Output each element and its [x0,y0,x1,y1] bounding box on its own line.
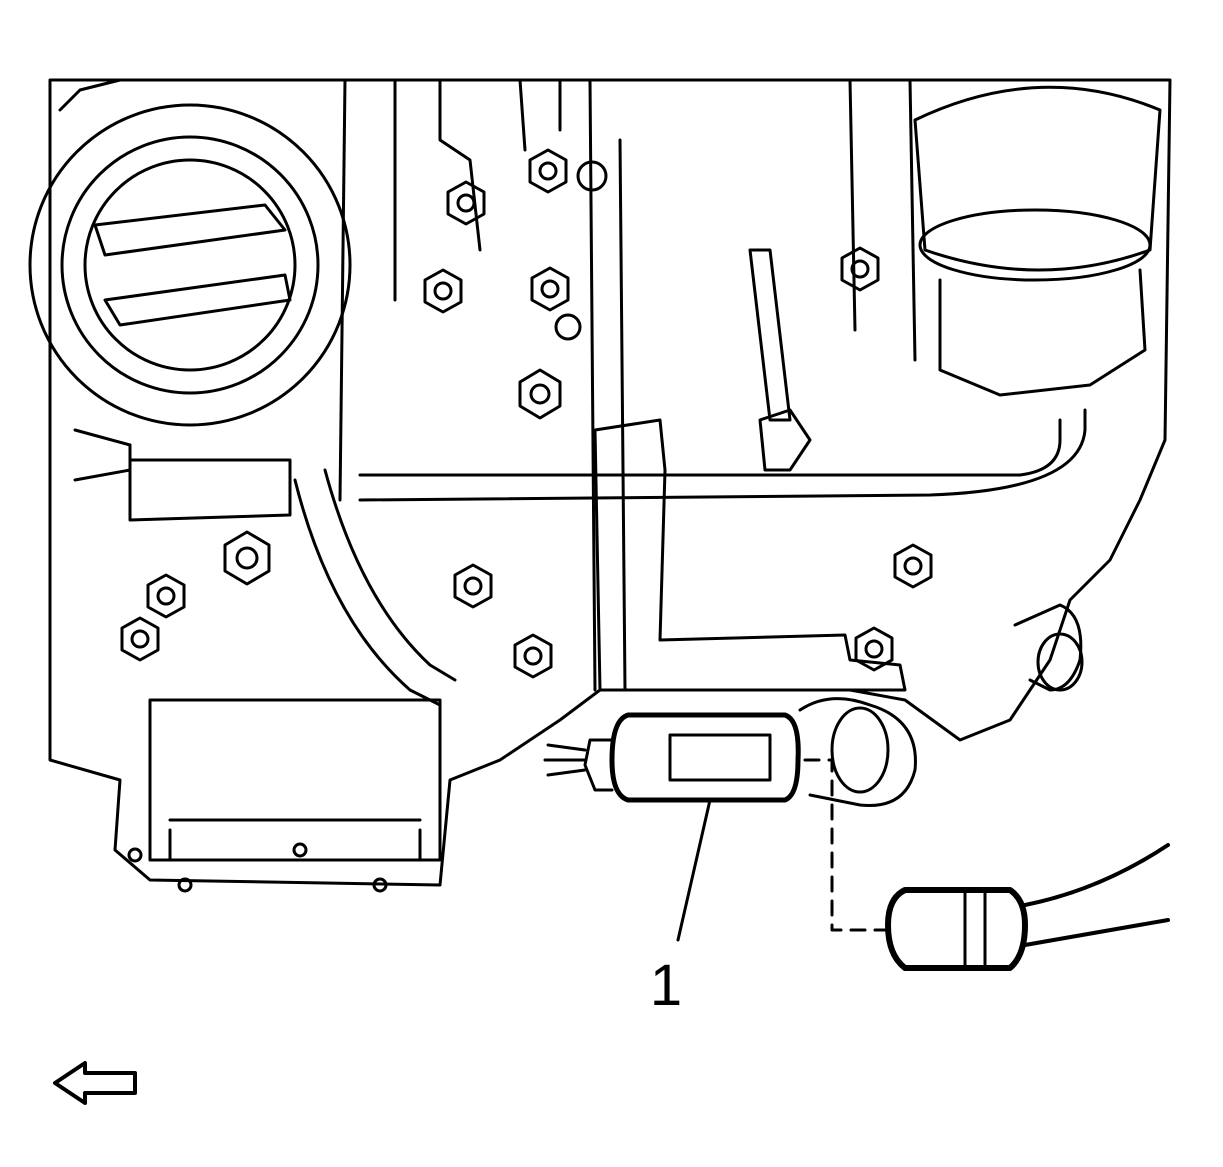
engine-assembly [48,78,1172,887]
bolt [518,368,562,420]
oil-filter [913,85,1162,397]
callout-leader [676,798,712,942]
bolt [446,180,486,226]
bolt [513,633,553,679]
bolt [840,246,880,292]
electrical-connector [543,712,801,803]
sensor [798,603,1084,808]
hoses [73,408,1087,707]
callout-label-1: 1 [650,953,682,1018]
bolt [530,266,570,312]
bolt [223,530,271,586]
throttle-body [28,78,352,427]
bolt [423,268,463,314]
bolt [120,616,160,662]
bolts [120,148,933,679]
bolt [528,148,568,194]
bolt [453,563,493,609]
removal-path [803,758,897,932]
arrow-left-icon [53,1061,137,1105]
harness-connector-detached [885,843,1170,971]
bolt [893,543,933,589]
bracket [127,248,907,893]
bolt [146,573,186,619]
